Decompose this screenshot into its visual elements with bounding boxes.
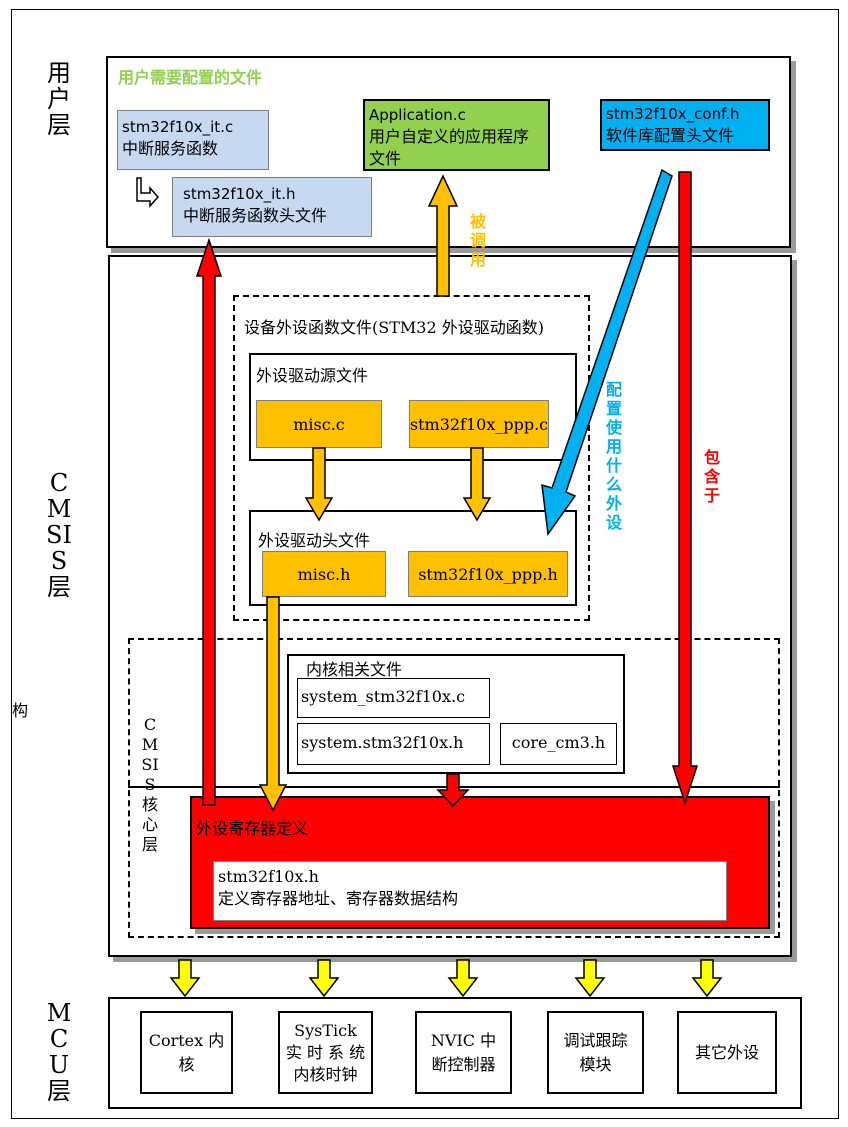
file-name: stm32f10x_conf.h — [606, 105, 740, 123]
mcu-line: NVIC 中 — [430, 1030, 497, 1050]
core-files-title: 内核相关文件 — [306, 660, 403, 679]
mcu-nvic: NVIC 中断控制器 — [415, 1011, 512, 1094]
layer-label-user: 用户层 — [47, 59, 71, 139]
mcu-line: 内核时钟 — [293, 1064, 358, 1084]
mcu-line: SysTick — [294, 1020, 357, 1040]
file-box-application: Application.c 用户自定义的应用程序文件 — [363, 99, 550, 171]
file-desc: 中断服务函数 — [122, 139, 219, 158]
file-box-misc-h: misc.h — [262, 551, 386, 597]
file-box-core-cm3-h: core_cm3.h — [500, 723, 617, 765]
cmsis-core-group — [128, 638, 780, 938]
file-desc: 软件库配置头文件 — [606, 126, 735, 145]
file-desc: 中断服务函数头文件 — [183, 206, 328, 225]
core-divider-line — [128, 786, 780, 788]
core-files-group — [287, 654, 625, 774]
file-desc: 定义寄存器地址、寄存器数据结构 — [218, 889, 459, 908]
mcu-line: 实 时 系 统 — [285, 1042, 366, 1062]
file-box-it-h: stm32f10x_it.h 中断服务函数头文件 — [172, 177, 372, 237]
driver-source-title: 外设驱动源文件 — [256, 366, 369, 385]
arrow-label-called: 被调用 — [469, 212, 486, 269]
file-box-system-h: system.stm32f10x.h — [297, 723, 490, 765]
arrow-label-include: 包含于 — [703, 448, 720, 505]
mcu-line: 模块 — [579, 1054, 612, 1074]
file-box-it-c: stm32f10x_it.c 中断服务函数 — [117, 110, 269, 170]
layer-label-mcu: MCU层 — [46, 999, 72, 1105]
file-box-stm32f10x-h: stm32f10x.h 定义寄存器地址、寄存器数据结构 — [213, 861, 727, 921]
mcu-other-peripherals: 其它外设 — [677, 1011, 777, 1094]
mcu-line: Cortex 内 — [148, 1030, 225, 1050]
driver-header-group — [249, 510, 577, 606]
peripheral-group-title: 设备外设函数文件(STM32 外设驱动函数) — [244, 318, 544, 337]
cmsis-core-label: CMSIS核心层 — [141, 715, 159, 854]
mcu-debug-trace: 调试跟踪模块 — [547, 1011, 644, 1094]
file-name: stm32f10x_it.c — [122, 118, 234, 136]
register-title: 外设寄存器定义 — [196, 819, 309, 838]
file-name: stm32f10x.h — [218, 867, 319, 886]
file-name: Application.c — [369, 106, 466, 124]
arrow-label-configure: 配置使用什么外设 — [605, 380, 622, 532]
file-box-ppp-c: stm32f10x_ppp.c — [409, 400, 549, 448]
file-box-system-c: system_stm32f10x.c — [297, 678, 490, 718]
mcu-layer-panel — [108, 997, 802, 1109]
mcu-line: 断控制器 — [431, 1054, 496, 1074]
layer-label-cmsis: CMSIS层 — [46, 469, 72, 601]
driver-header-title: 外设驱动头文件 — [258, 531, 371, 550]
file-desc: 用户自定义的应用程序文件 — [369, 127, 530, 168]
user-layer-title: 用户需要配置的文件 — [118, 68, 263, 87]
stray-character: 构 — [12, 701, 29, 720]
page-frame — [11, 9, 839, 1119]
file-box-conf: stm32f10x_conf.h 软件库配置头文件 — [600, 99, 770, 151]
file-name: stm32f10x_it.h — [183, 185, 296, 203]
file-box-misc-c: misc.c — [256, 400, 382, 448]
file-box-ppp-h: stm32f10x_ppp.h — [408, 551, 568, 597]
mcu-cortex-core: Cortex 内核 — [140, 1011, 233, 1094]
mcu-line: 其它外设 — [694, 1042, 759, 1062]
mcu-line: 核 — [178, 1054, 195, 1074]
mcu-line: 调试跟踪 — [563, 1030, 628, 1050]
